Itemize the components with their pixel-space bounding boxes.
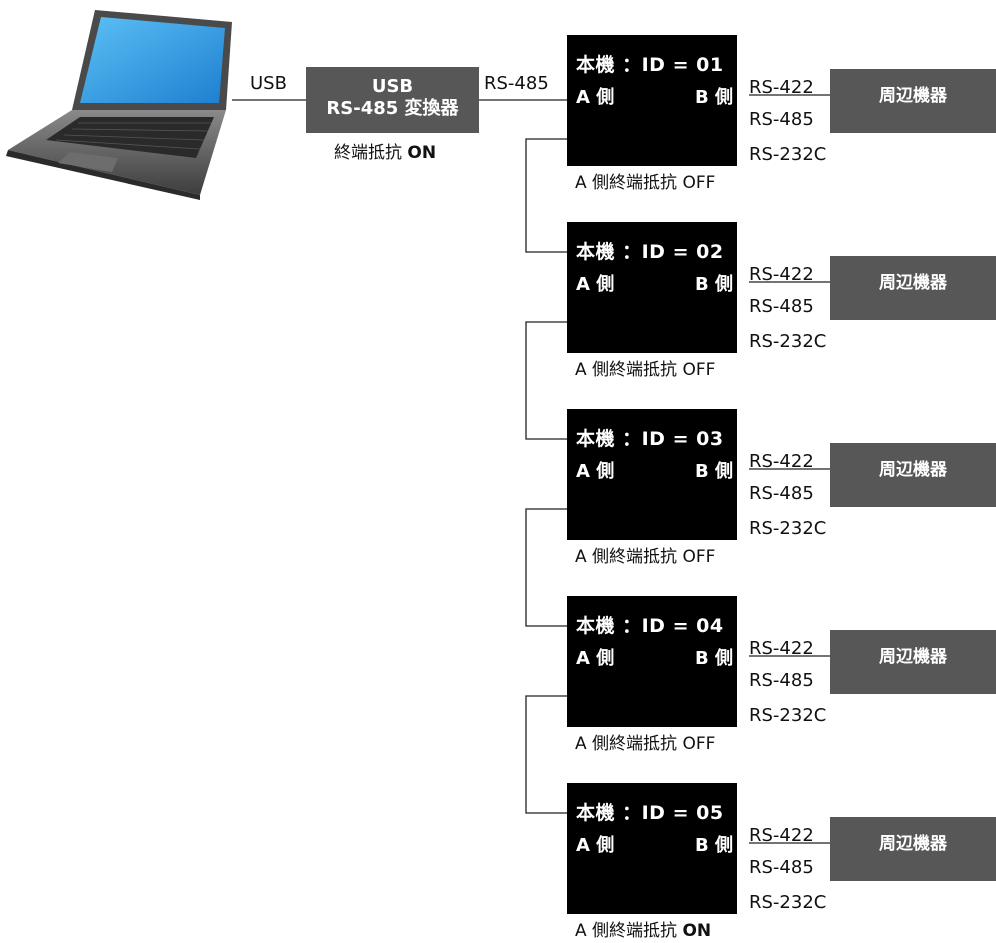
termination-state: OFF (682, 547, 716, 567)
unit-a-side: A 側 (576, 835, 615, 856)
unit-01-port-rs485: RS-485 (749, 109, 814, 130)
chain-link-2-3 (525, 321, 567, 440)
peripheral-device-4: 周辺機器 (830, 630, 996, 694)
unit-b-side: B 側 (695, 274, 733, 295)
laptop-icon (6, 10, 232, 200)
termination-state: OFF (682, 360, 716, 380)
unit-01-termination: A 側終端抵抗 OFF (575, 173, 716, 193)
unit-b-side: B 側 (695, 87, 733, 108)
converter-termination: 終端抵抗 ON (334, 143, 437, 163)
unit-b-side: B 側 (695, 461, 733, 482)
unit-05: 本機 ：ID = 05 A 側 B 側 (567, 783, 737, 914)
unit-title: 本機 ：ID = 01 (576, 54, 724, 76)
unit-05-port-rs232c: RS-232C (749, 892, 827, 913)
termination-state: OFF (682, 173, 716, 193)
peripheral-label: 周辺機器 (879, 834, 947, 854)
peripheral-device-5: 周辺機器 (830, 817, 996, 881)
unit-04: 本機 ：ID = 04 A 側 B 側 (567, 596, 737, 727)
unit-a-side: A 側 (576, 648, 615, 669)
chain-link-1-2 (525, 138, 567, 253)
peripheral-device-3: 周辺機器 (830, 443, 996, 507)
unit-03-port-rs422: RS-422 (749, 451, 814, 472)
unit-02-port-rs422: RS-422 (749, 264, 814, 285)
unit-01: 本機 ：ID = 01 A 側 B 側 (567, 35, 737, 166)
converter-termination-state: ON (407, 143, 437, 163)
unit-02-port-rs232c: RS-232C (749, 331, 827, 352)
unit-03-termination: A 側終端抵抗 OFF (575, 547, 716, 567)
unit-05-port-rs422: RS-422 (749, 825, 814, 846)
usb-rs485-converter: USB RS-485 変換器 (306, 67, 479, 133)
termination-state: OFF (682, 734, 716, 754)
unit-04-port-rs422: RS-422 (749, 638, 814, 659)
peripheral-device-1: 周辺機器 (830, 69, 996, 133)
termination-state: ON (682, 921, 712, 941)
unit-a-side: A 側 (576, 87, 615, 108)
chain-link-4-5 (525, 695, 567, 814)
unit-a-side: A 側 (576, 274, 615, 295)
unit-03-port-rs485: RS-485 (749, 483, 814, 504)
peripheral-device-2: 周辺機器 (830, 256, 996, 320)
unit-04-port-rs232c: RS-232C (749, 705, 827, 726)
unit-03: 本機 ：ID = 03 A 側 B 側 (567, 409, 737, 540)
unit-04-port-rs485: RS-485 (749, 670, 814, 691)
converter-line2: RS-485 変換器 (326, 98, 459, 119)
unit-a-side: A 側 (576, 461, 615, 482)
peripheral-label: 周辺機器 (879, 273, 947, 293)
peripheral-label: 周辺機器 (879, 460, 947, 480)
unit-02: 本機 ：ID = 02 A 側 B 側 (567, 222, 737, 353)
unit-02-termination: A 側終端抵抗 OFF (575, 360, 716, 380)
unit-title: 本機 ：ID = 05 (576, 802, 724, 824)
usb-link-label: USB (250, 73, 287, 94)
unit-b-side: B 側 (695, 835, 733, 856)
peripheral-label: 周辺機器 (879, 86, 947, 106)
chain-link-3-4 (525, 508, 567, 627)
unit-05-port-rs485: RS-485 (749, 857, 814, 878)
unit-title: 本機 ：ID = 04 (576, 615, 724, 637)
rs485-bus-label: RS-485 (484, 73, 549, 94)
unit-b-side: B 側 (695, 648, 733, 669)
unit-05-termination: A 側終端抵抗 ON (575, 921, 712, 941)
unit-03-port-rs232c: RS-232C (749, 518, 827, 539)
peripheral-label: 周辺機器 (879, 647, 947, 667)
unit-title: 本機 ：ID = 02 (576, 241, 724, 263)
converter-line1: USB (371, 76, 414, 97)
unit-01-port-rs232c: RS-232C (749, 144, 827, 165)
unit-title: 本機 ：ID = 03 (576, 428, 724, 450)
unit-04-termination: A 側終端抵抗 OFF (575, 734, 716, 754)
unit-01-port-rs422: RS-422 (749, 77, 814, 98)
unit-02-port-rs485: RS-485 (749, 296, 814, 317)
